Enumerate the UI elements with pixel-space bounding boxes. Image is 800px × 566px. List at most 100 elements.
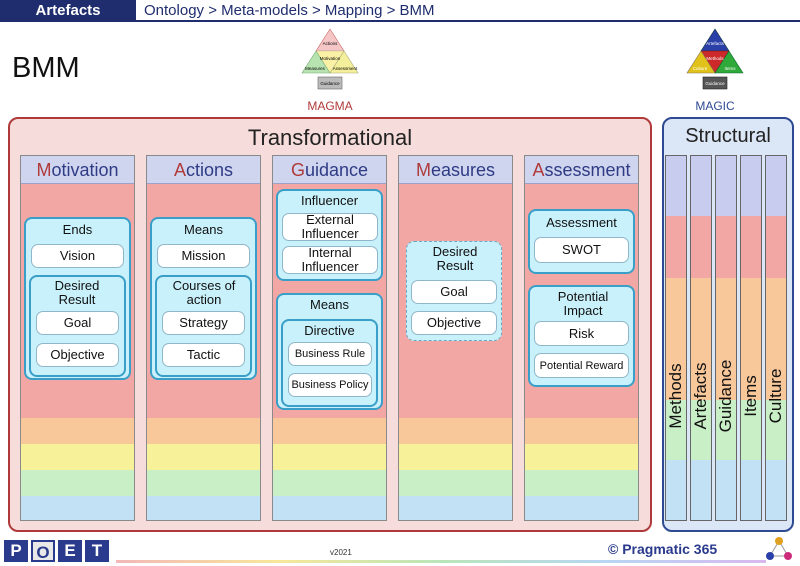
measures-objective-item[interactable]: Objective [411, 311, 497, 335]
color-band [666, 278, 686, 400]
business-rule-item[interactable]: Business Rule [288, 342, 372, 366]
color-band [273, 496, 386, 520]
color-band [525, 470, 638, 496]
desired-result-box: Desired Result Goal Objective [29, 275, 126, 377]
ends-title: Ends [62, 222, 93, 237]
tactic-item[interactable]: Tactic [162, 343, 245, 367]
color-band [525, 444, 638, 470]
motivation-header: Motivation [21, 156, 134, 184]
poet-letter-o: O [31, 540, 55, 562]
measures-goal-item[interactable]: Goal [411, 280, 497, 304]
color-band [399, 496, 512, 520]
swot-item[interactable]: SWOT [534, 237, 629, 263]
color-band [691, 400, 711, 460]
magma-seg-motivation: Motivation [320, 56, 341, 61]
color-band [741, 278, 761, 400]
external-influencer-item[interactable]: External Influencer [282, 213, 378, 241]
poet-letter-t: T [85, 540, 109, 562]
assessment-title: Assessment [546, 215, 617, 230]
measures-header: Measures [399, 156, 512, 184]
items-column: Items [740, 155, 762, 521]
color-band [691, 156, 711, 216]
color-band [741, 216, 761, 278]
assessment-box: Assessment SWOT [528, 209, 635, 274]
potential-impact-title: Potential Impact [557, 289, 609, 318]
desired-result-title: Desired Result [54, 278, 100, 307]
goal-item[interactable]: Goal [36, 311, 119, 335]
color-band [716, 460, 736, 520]
color-band [21, 470, 134, 496]
strategy-item[interactable]: Strategy [162, 311, 245, 335]
objective-item[interactable]: Objective [36, 343, 119, 367]
magma-seg-guidance: Guidance [320, 81, 340, 86]
poet-letter-p: P [4, 540, 28, 562]
color-band [766, 400, 786, 460]
color-band [273, 470, 386, 496]
magma-seg-actions: Actions [323, 41, 339, 46]
color-band [147, 444, 260, 470]
potential-reward-item[interactable]: Potential Reward [534, 353, 629, 378]
network-icon [764, 536, 794, 562]
magic-logo: Artefacts Methods Culture Items Guidance [681, 27, 749, 99]
courses-of-action-box: Courses of action Strategy Tactic [155, 275, 252, 377]
business-policy-item[interactable]: Business Policy [288, 373, 372, 397]
culture-label: Culture [766, 368, 785, 424]
magic-seg-culture: Culture [693, 66, 708, 71]
poet-letter-e: E [58, 540, 82, 562]
structural-title: Structural [685, 125, 771, 147]
measures-desired-result-title: Desired Result [432, 244, 478, 273]
measures-desired-result-box: Desired Result Goal Objective [406, 241, 502, 341]
poet-logo: P O E T [4, 540, 109, 562]
color-band [21, 496, 134, 520]
artefacts-tab[interactable]: Artefacts [0, 0, 136, 22]
internal-influencer-item[interactable]: Internal Influencer [282, 246, 378, 274]
color-band [741, 460, 761, 520]
guidance-means-box: Means Directive Business Rule Business P… [276, 293, 383, 410]
color-band [666, 156, 686, 216]
artefacts-column: Artefacts [690, 155, 712, 521]
color-band [766, 278, 786, 400]
color-band [666, 216, 686, 278]
color-band [766, 156, 786, 216]
breadcrumb[interactable]: Ontology > Meta-models > Mapping > BMM [144, 2, 435, 19]
color-band [147, 418, 260, 444]
methods-column: Methods [665, 155, 687, 521]
color-band [716, 400, 736, 460]
color-band [716, 278, 736, 400]
color-band [399, 444, 512, 470]
guidance-structural-column: Guidance [715, 155, 737, 521]
artefacts-label: Artefacts [691, 362, 710, 430]
color-band [525, 418, 638, 444]
magic-seg-guidance: Guidance [705, 81, 725, 86]
color-band [147, 496, 260, 520]
courses-of-action-title: Courses of action [172, 278, 236, 307]
mission-item[interactable]: Mission [157, 244, 250, 268]
transformational-title: Transformational [247, 125, 413, 150]
culture-column: Culture [765, 155, 787, 521]
color-band [691, 278, 711, 400]
magic-label: MAGIC [695, 99, 735, 113]
directive-title: Directive [304, 323, 355, 338]
assessment-header: Assessment [525, 156, 638, 184]
guidance-header: Guidance [273, 156, 386, 184]
color-band [741, 400, 761, 460]
color-band [21, 418, 134, 444]
magma-seg-measures: Measures [305, 66, 326, 71]
color-band [741, 156, 761, 216]
guidance-label: Guidance [716, 359, 735, 433]
risk-item[interactable]: Risk [534, 321, 629, 346]
influencer-box: Influencer External Influencer Internal … [276, 189, 383, 281]
color-band [766, 460, 786, 520]
color-band [666, 400, 686, 460]
directive-box: Directive Business Rule Business Policy [281, 319, 378, 407]
influencer-title: Influencer [300, 193, 359, 208]
magic-seg-methods: Methods [706, 56, 724, 61]
color-band [716, 156, 736, 216]
magic-seg-items: Items [724, 66, 736, 71]
color-band [766, 216, 786, 278]
magma-logo: Actions Motivation Measures Assessment G… [296, 27, 364, 99]
color-band [691, 460, 711, 520]
color-band [399, 418, 512, 444]
vision-item[interactable]: Vision [31, 244, 124, 268]
means-box: Means Mission Courses of action Strategy… [150, 217, 257, 380]
